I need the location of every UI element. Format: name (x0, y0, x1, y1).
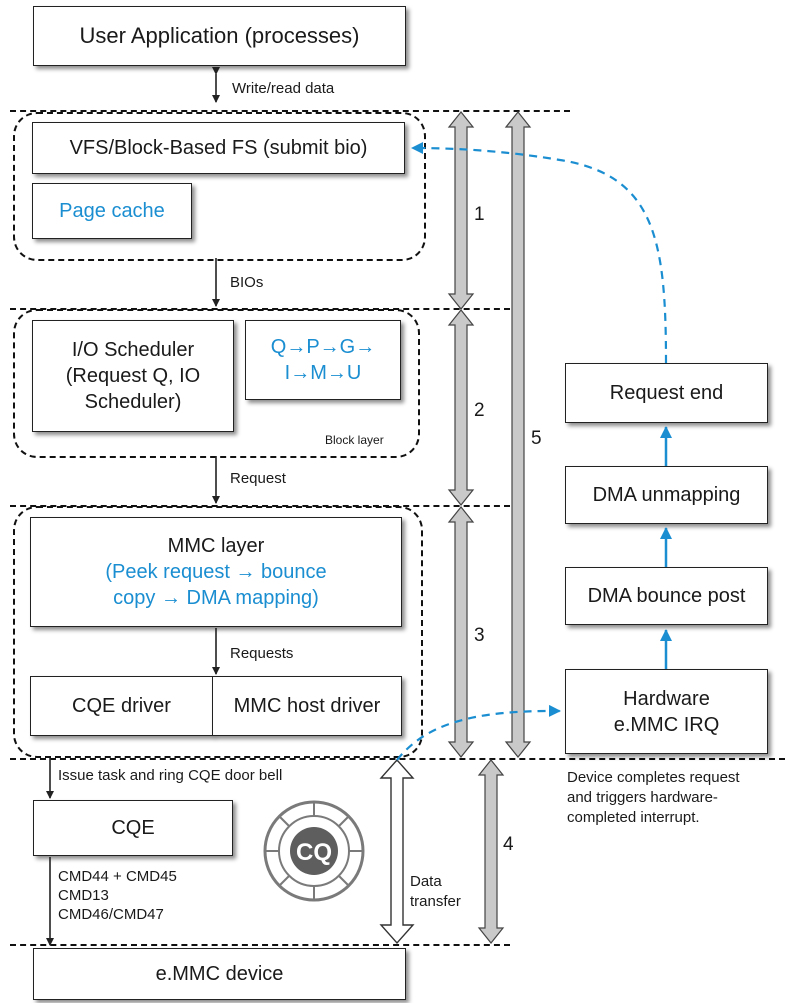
io-scheduler-line-1: I/O Scheduler (71, 339, 195, 361)
cmd-line-2: CMD13 (58, 887, 109, 904)
segment-bar-2 (447, 309, 475, 506)
hardware-irq-line-2: e.MMC IRQ (613, 713, 720, 736)
vfs-box: VFS/Block-Based FS (submit bio) (32, 122, 405, 174)
io-scheduler-line-2: (Request Q, IO (65, 365, 201, 387)
requests-label: Requests (230, 645, 294, 662)
device-completes-line-2: and triggers hardware- (567, 789, 718, 806)
cmd-line-3: CMD46/CMD47 (58, 906, 164, 923)
device-to-irq-curve (396, 704, 561, 761)
issue-task-label: Issue task and ring CQE door bell (58, 767, 283, 784)
fs-group (13, 112, 426, 261)
hardware-irq-box: Hardware e.MMC IRQ (565, 669, 768, 754)
cq-logo-text: CQ (296, 839, 332, 866)
page-cache-label: Page cache (59, 200, 165, 222)
qpg-line-2: I→M→U (284, 362, 362, 384)
segment-number-1: 1 (474, 204, 485, 225)
mmc-layer-box: MMC layer (Peek request → bounce copy → … (30, 517, 402, 627)
request-end-box: Request end (565, 363, 768, 423)
device-completes-line-3: completed interrupt. (567, 809, 700, 826)
cmds-list: CMD44 + CMD45 CMD13 CMD46/CMD47 (58, 867, 177, 924)
data-transfer-line-1: Data (410, 873, 442, 890)
cqe-label: CQE (111, 817, 155, 839)
dma-bounce-post-box: DMA bounce post (565, 567, 768, 625)
segment-number-4: 4 (503, 834, 514, 855)
separator-device (10, 944, 510, 946)
request-label: Request (230, 470, 286, 487)
segment-number-2: 2 (474, 400, 485, 421)
separator-top (10, 110, 570, 112)
data-transfer-arrow (379, 758, 415, 945)
qpg-line-1: Q→P→G→ (270, 336, 376, 358)
io-scheduler-box: I/O Scheduler (Request Q, IO Scheduler) (32, 320, 234, 432)
hardware-irq-line-1: Hardware (623, 687, 710, 710)
cqe-driver-box: CQE driver (30, 676, 213, 736)
write-read-label: Write/read data (232, 80, 335, 97)
dma-unmapping-label: DMA unmapping (592, 484, 741, 506)
dma-unmapping-box: DMA unmapping (565, 466, 768, 524)
segment-number-5: 5 (531, 428, 542, 449)
device-completes-note: Device completes request and triggers ha… (567, 768, 740, 828)
segment-bar-1 (447, 111, 475, 310)
cmd-line-1: CMD44 + CMD45 (58, 868, 177, 885)
mmc-layer-title: MMC layer (167, 535, 265, 557)
data-transfer-line-2: transfer (410, 893, 461, 910)
data-transfer-label: Data transfer (410, 872, 461, 912)
cqe-box: CQE (33, 800, 233, 856)
segment-bar-3 (447, 506, 475, 758)
vfs-label: VFS/Block-Based FS (submit bio) (69, 137, 368, 159)
mmc-host-driver-label: MMC host driver (233, 695, 381, 717)
cqe-driver-label: CQE driver (72, 695, 171, 717)
bios-label: BIOs (230, 274, 264, 291)
cq-logo-icon: CQ (263, 800, 365, 902)
request-end-label: Request end (609, 382, 724, 404)
dma-bounce-post-label: DMA bounce post (587, 585, 746, 607)
mmc-layer-sub-2: copy → DMA mapping) (113, 587, 319, 609)
emmc-device-box: e.MMC device (33, 948, 406, 1000)
request-end-to-vfs-curve (411, 142, 668, 364)
qpgimu-box: Q→P→G→ I→M→U (245, 320, 401, 400)
mmc-group (13, 506, 423, 758)
segment-bar-4 (477, 759, 505, 944)
segment-number-3: 3 (474, 625, 485, 646)
device-completes-line-1: Device completes request (567, 769, 740, 786)
mmc-host-driver-box: MMC host driver (212, 676, 402, 736)
page-cache-box: Page cache (32, 183, 192, 239)
segment-bar-5 (504, 111, 532, 758)
emmc-device-label: e.MMC device (155, 963, 284, 985)
user-application-label: User Application (processes) (79, 23, 360, 48)
io-scheduler-line-3: Scheduler) (84, 391, 182, 413)
user-application-box: User Application (processes) (33, 6, 406, 66)
block-layer-label: Block layer (325, 433, 384, 447)
mmc-layer-sub-1: (Peek request → bounce (105, 561, 327, 583)
